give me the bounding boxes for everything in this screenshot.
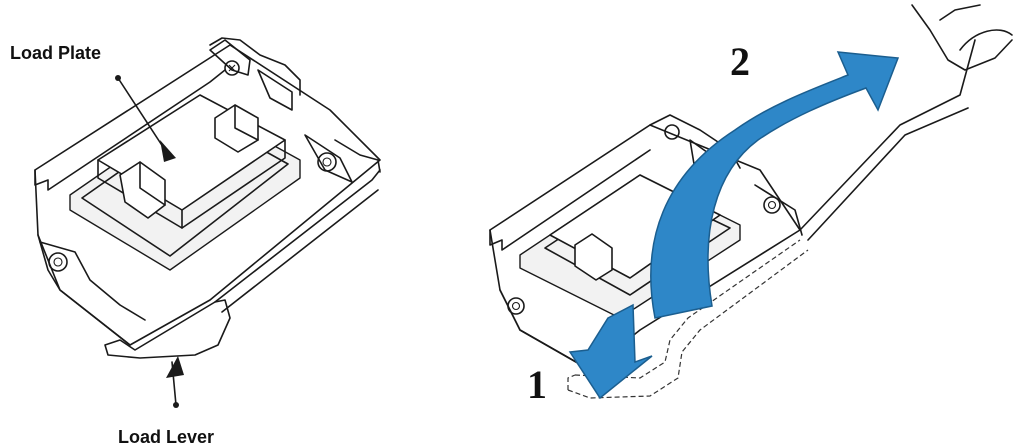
load-plate-label: Load Plate: [10, 43, 101, 63]
step1-number: 1: [527, 362, 547, 407]
socket-opening-illustration: [489, 4, 1013, 399]
load-lever-label: Load Lever: [118, 427, 214, 447]
socket-closed-illustration: [34, 37, 381, 408]
step1-press-arrow: [568, 303, 653, 400]
step2-rotate-arrow: [650, 51, 900, 319]
step2-number: 2: [730, 39, 750, 84]
